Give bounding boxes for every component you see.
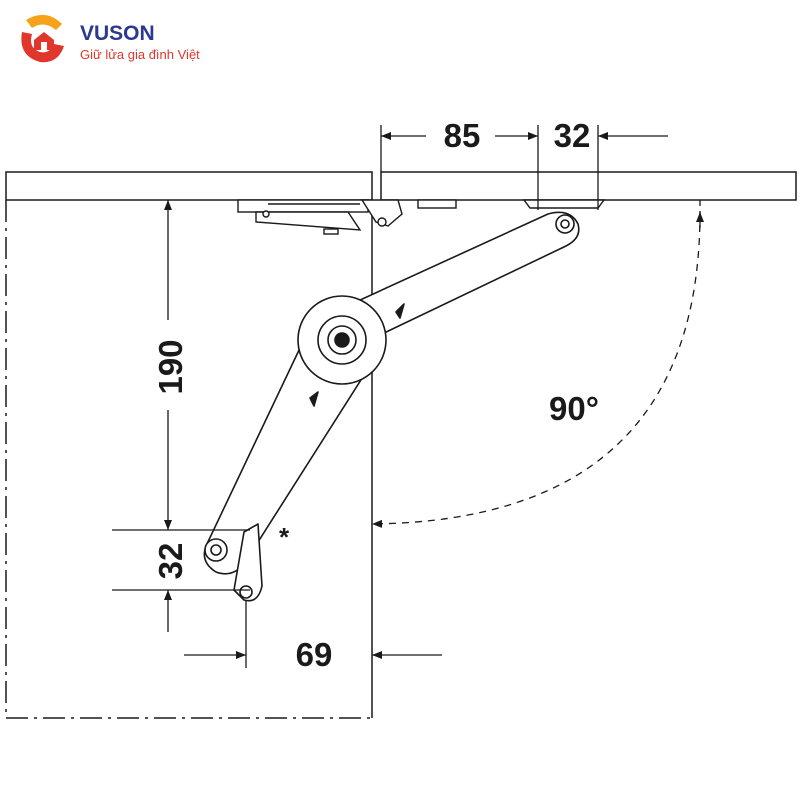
dimension-low: 32	[152, 543, 189, 580]
mounting-bracket	[233, 523, 263, 602]
dimension-height: 190	[152, 339, 189, 394]
panel-fitting	[417, 199, 606, 209]
top-panel-right	[380, 171, 797, 201]
brand-tagline: Giữ lửa gia đình Việt	[80, 47, 200, 62]
dimension-top-left: 85	[444, 117, 481, 154]
brand-name: VUSON	[80, 22, 155, 45]
dimension-top-right: 32	[554, 117, 591, 154]
note-mark: *	[279, 522, 290, 552]
top-panel-left	[5, 171, 373, 201]
dimension-bottom: 69	[296, 636, 333, 673]
brand-logo: VUSON Giữ lửa gia đình Việt	[21, 14, 200, 63]
dimension-angle: 90°	[549, 390, 599, 427]
dimension-lines	[112, 125, 704, 668]
cabinet	[5, 171, 797, 719]
logo-house-icon	[21, 14, 65, 63]
lift-stay-arm	[203, 211, 580, 602]
hinge-hardware-icon	[237, 199, 403, 235]
